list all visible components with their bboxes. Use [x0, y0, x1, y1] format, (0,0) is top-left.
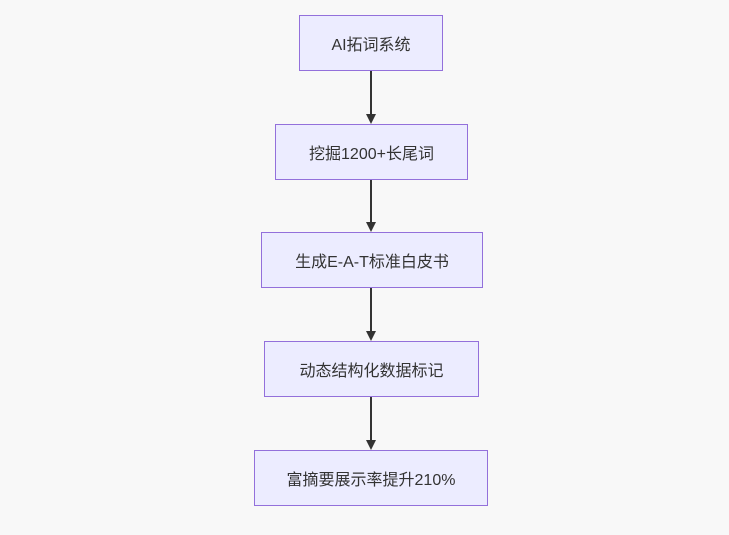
flowchart-arrow-1: [365, 71, 377, 124]
flowchart-node-eat-whitepaper: 生成E-A-T标准白皮书: [261, 232, 483, 288]
node-label: 生成E-A-T标准白皮书: [295, 254, 449, 271]
node-label: 挖掘1200+长尾词: [309, 146, 434, 163]
flowchart-arrow-2: [365, 180, 377, 232]
flowchart-arrow-3: [365, 288, 377, 341]
flowchart-arrow-4: [365, 397, 377, 450]
node-label: AI拓词系统: [331, 37, 411, 54]
arrow-line: [370, 397, 372, 440]
flowchart-node-ai-keyword-system: AI拓词系统: [299, 15, 443, 71]
flowchart-node-structured-data-markup: 动态结构化数据标记: [264, 341, 479, 397]
arrow-head-icon: [366, 440, 376, 450]
flowchart-node-longtail-mining: 挖掘1200+长尾词: [275, 124, 468, 180]
arrow-line: [370, 180, 372, 222]
arrow-head-icon: [366, 331, 376, 341]
arrow-head-icon: [366, 222, 376, 232]
node-label: 富摘要展示率提升210%: [286, 472, 456, 489]
arrow-head-icon: [366, 114, 376, 124]
flowchart-node-rich-snippet-rate: 富摘要展示率提升210%: [254, 450, 488, 506]
arrow-line: [370, 71, 372, 114]
node-label: 动态结构化数据标记: [299, 363, 444, 380]
arrow-line: [370, 288, 372, 331]
